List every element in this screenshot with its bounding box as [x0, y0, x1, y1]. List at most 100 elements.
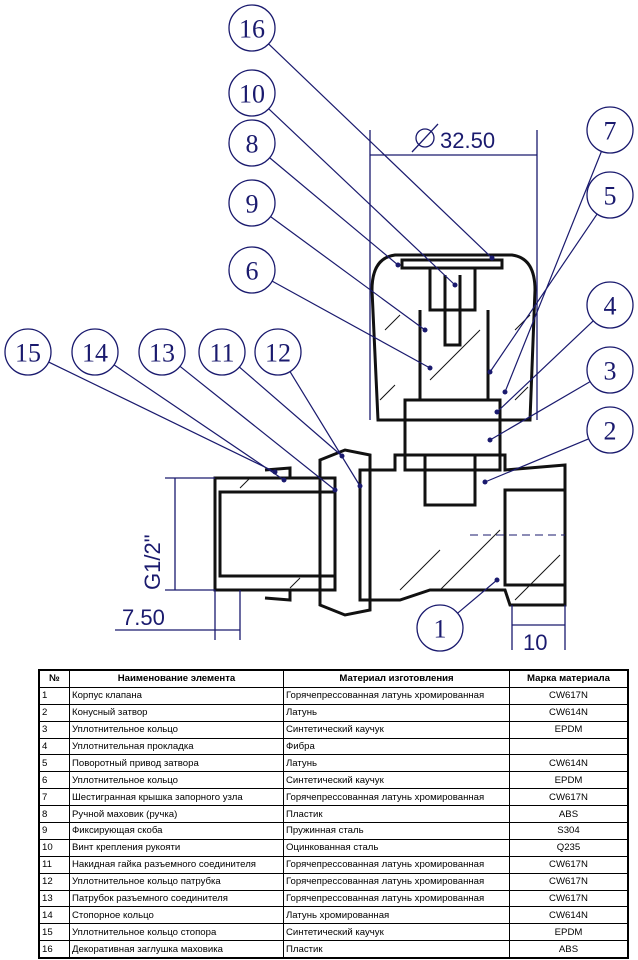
cell-material: Горячепрессованная латунь хромированная: [283, 686, 510, 705]
callout-number: 12: [265, 339, 291, 368]
cell-grade: EPDM: [509, 771, 629, 790]
callout-balloon: [228, 119, 276, 167]
cell-name: Стопорное кольцо: [69, 906, 284, 925]
callout-balloon: [586, 346, 634, 394]
cell-name: Поворотный привод затвора: [69, 754, 284, 773]
cell-name: Декоративная заглушка маховика: [69, 940, 284, 959]
cell-material: Латунь: [283, 754, 510, 773]
leader-line: [268, 43, 493, 259]
callout-balloon: [586, 171, 634, 219]
cell-number: 3: [38, 720, 70, 739]
cell-number: 1: [38, 686, 70, 705]
cell-material: Горячепрессованная латунь хромированная: [283, 855, 510, 874]
leader-line: [269, 157, 399, 266]
callout-balloon: [198, 328, 246, 376]
cell-grade: CW617N: [509, 872, 629, 891]
callout-balloon: [254, 328, 302, 376]
callout-number: 5: [604, 182, 617, 211]
callout-balloon: [71, 328, 119, 376]
diameter-dimension: 32.50: [440, 128, 495, 153]
cell-number: 8: [38, 805, 70, 824]
callout-balloon: [586, 406, 634, 454]
cell-material: Пластик: [283, 805, 510, 824]
parts-table: № Наименование элемента Материал изготов…: [38, 669, 629, 960]
callout-number: 4: [604, 292, 617, 321]
decorative-cap: [400, 258, 504, 270]
leader-line: [496, 320, 594, 413]
leader-dot: [482, 479, 488, 485]
leader-line: [489, 213, 598, 373]
callout-balloon: [586, 281, 634, 329]
cell-grade: CW614N: [509, 754, 629, 773]
tailpiece-bore: [218, 490, 337, 578]
callout-balloon: [138, 328, 186, 376]
handle-screw: [443, 275, 462, 347]
cell-number: 7: [38, 788, 70, 807]
leader-dot: [502, 389, 508, 395]
leader-dot: [487, 369, 493, 375]
header-number: №: [38, 669, 70, 688]
cell-grade: CW617N: [509, 686, 629, 705]
dimension-lines: [115, 123, 566, 650]
callout-number: 10: [239, 80, 265, 109]
cell-number: 16: [38, 940, 70, 959]
cell-grade: EPDM: [509, 720, 629, 739]
cell-grade: ABS: [509, 805, 629, 824]
leader-line: [48, 361, 276, 473]
thread-dimension: G1/2": [140, 534, 165, 590]
stem-drive: [418, 310, 490, 402]
section-hatching: [239, 314, 561, 601]
header-material: Материал изготовления: [283, 669, 510, 688]
cell-number: 14: [38, 906, 70, 925]
cell-number: 12: [38, 872, 70, 891]
callout-balloon: [228, 69, 276, 117]
outlet-thread: [503, 488, 567, 587]
callout-number: 13: [149, 339, 175, 368]
cell-name: Патрубок разъемного соединителя: [69, 889, 284, 908]
cell-name: Корпус клапана: [69, 686, 284, 705]
leader-dot: [395, 262, 401, 268]
cell-grade: Q235: [509, 838, 629, 857]
cell-grade: CW617N: [509, 889, 629, 908]
callout-balloon: [4, 328, 52, 376]
cell-name: Уплотнительное кольцо: [69, 720, 284, 739]
cell-material: Горячепрессованная латунь хромированная: [283, 872, 510, 891]
cell-material: Латунь: [283, 703, 510, 722]
cell-name: Ручной маховик (ручка): [69, 805, 284, 824]
callout-balloon: [228, 4, 276, 52]
cell-name: Накидная гайка разъемного соединителя: [69, 855, 284, 874]
cell-number: 6: [38, 771, 70, 790]
cell-grade: [509, 737, 629, 756]
cell-name: Винт крепления рукояти: [69, 838, 284, 857]
cell-grade: EPDM: [509, 923, 629, 942]
leader-dot: [494, 577, 500, 583]
handwheel: [370, 253, 537, 422]
leader-dot: [422, 327, 428, 333]
cell-number: 10: [38, 838, 70, 857]
callout-number: 7: [604, 117, 617, 146]
cell-number: 13: [38, 889, 70, 908]
hex-bonnet: [403, 398, 502, 472]
leader-dot: [427, 365, 433, 371]
table-header-row: № Наименование элемента Материал изготов…: [38, 669, 629, 688]
left-offset-dimension: 7.50: [122, 605, 165, 630]
cell-material: Фибра: [283, 737, 510, 756]
cell-grade: CW617N: [509, 788, 629, 807]
cell-number: 11: [38, 855, 70, 874]
cell-material: Горячепрессованная латунь хромированная: [283, 889, 510, 908]
cell-number: 5: [38, 754, 70, 773]
cell-material: Оцинкованная сталь: [283, 838, 510, 857]
leader-line: [113, 364, 285, 481]
cell-number: 4: [38, 737, 70, 756]
callout-number: 16: [239, 15, 265, 44]
cell-number: 9: [38, 822, 70, 840]
cell-grade: ABS: [509, 940, 629, 959]
callout-number: 1: [434, 615, 447, 644]
leader-line: [270, 216, 426, 331]
leader-line: [484, 438, 589, 483]
